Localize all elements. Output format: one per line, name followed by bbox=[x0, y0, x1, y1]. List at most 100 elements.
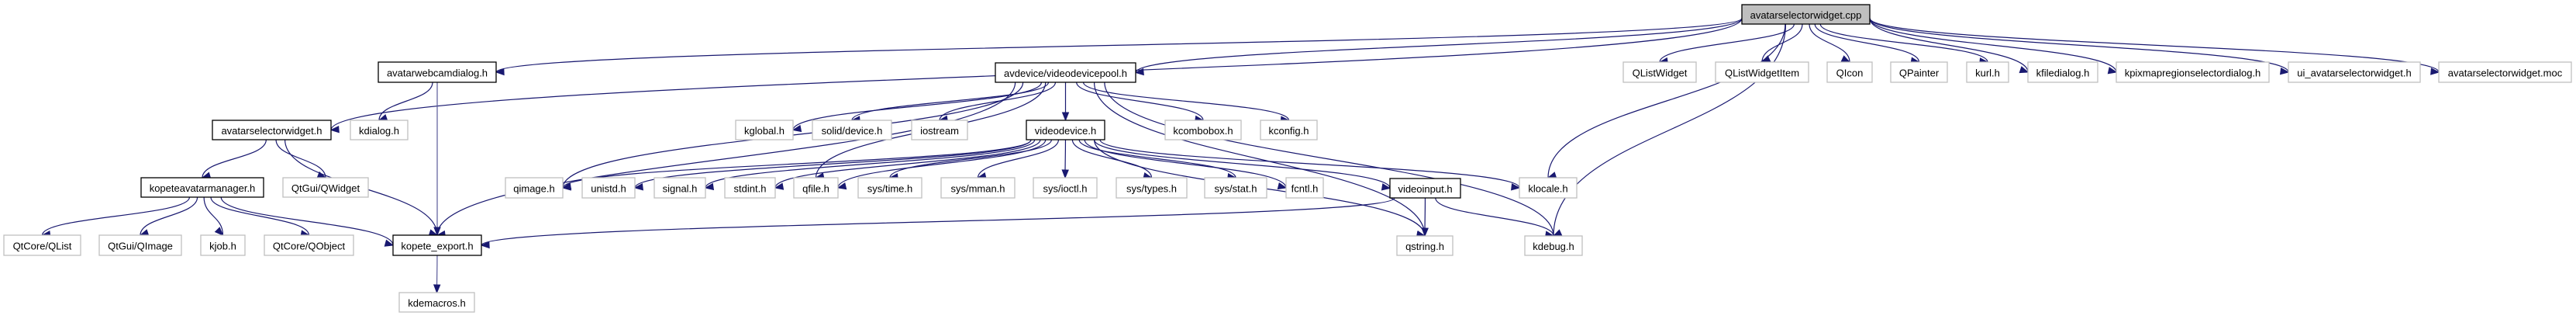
node-avatarselectorwidget-cpp[interactable]: avatarselectorwidget.cpp bbox=[1741, 4, 1871, 25]
edge-videodevicepool-to-kopete_export bbox=[436, 81, 1016, 238]
edge-avatarselectorwidget_h-to-kopeteavatarmanager bbox=[201, 139, 267, 179]
node-box bbox=[1396, 235, 1454, 256]
edge-line bbox=[1093, 81, 1426, 237]
edge-line bbox=[851, 81, 1050, 121]
edge-videodevicepool-to-qstring bbox=[1093, 81, 1426, 238]
edge-line bbox=[378, 81, 433, 121]
node-box bbox=[911, 120, 968, 140]
arrowhead-icon bbox=[2019, 66, 2029, 74]
node-box bbox=[581, 177, 636, 199]
edge-line bbox=[1094, 139, 1391, 189]
arrowhead-icon bbox=[1061, 169, 1069, 179]
arrowhead-icon bbox=[2430, 68, 2440, 75]
arrowhead-icon bbox=[704, 182, 715, 191]
node-box bbox=[2438, 61, 2572, 83]
arrowhead-icon bbox=[633, 183, 643, 191]
edge-videodevice-to-signal bbox=[704, 139, 1036, 191]
node-box bbox=[378, 61, 497, 83]
node-kopeteavatarmanager-h[interactable]: kopeteavatarmanager.h bbox=[140, 177, 264, 198]
node-label: QtGui/QImage bbox=[108, 241, 173, 252]
edge-line bbox=[1076, 81, 1204, 121]
edge-line bbox=[837, 139, 1047, 189]
arrowhead-icon bbox=[1134, 68, 1144, 76]
node-label: qimage.h bbox=[513, 183, 554, 195]
edge-line bbox=[977, 139, 1060, 179]
arrowhead-icon bbox=[1421, 227, 1429, 238]
edge-line bbox=[275, 139, 326, 179]
node-box bbox=[1524, 235, 1583, 256]
node-label: fcntl.h bbox=[1291, 183, 1319, 195]
node-unistd-h: unistd.h bbox=[581, 177, 636, 199]
edge-root-to-videodevicepool bbox=[1134, 18, 1743, 76]
edge-line bbox=[792, 81, 1043, 130]
edge-line bbox=[202, 139, 267, 179]
node-label: videoinput.h bbox=[1398, 183, 1452, 195]
node-label: QListWidget bbox=[1633, 68, 1688, 79]
edge-line bbox=[1082, 81, 1290, 121]
node-box bbox=[264, 234, 354, 256]
node-label: sys/ioctl.h bbox=[1043, 183, 1087, 195]
node-qlistwidget: QListWidget bbox=[1623, 61, 1697, 83]
node-ui-avatarselectorwidget-h: ui_avatarselectorwidget.h bbox=[2288, 61, 2421, 83]
node-kdemacros-h: kdemacros.h bbox=[398, 292, 475, 313]
node-videodevice-h[interactable]: videodevice.h bbox=[1026, 120, 1105, 140]
arrowhead-icon bbox=[1511, 183, 1521, 191]
edge-videodevice-to-sysstat bbox=[1078, 139, 1237, 181]
edge-line bbox=[1435, 197, 1554, 237]
edge-line bbox=[210, 196, 310, 236]
node-box bbox=[1033, 177, 1098, 199]
node-label: stdint.h bbox=[734, 183, 767, 195]
arrowhead-icon bbox=[1552, 229, 1563, 237]
node-box bbox=[1026, 120, 1105, 140]
node-label: sys/mman.h bbox=[950, 183, 1005, 195]
edge-line bbox=[495, 18, 1743, 73]
node-label: QtCore/QList bbox=[13, 241, 72, 252]
edge-videodevice-to-klocale bbox=[1099, 139, 1521, 191]
node-box bbox=[392, 234, 482, 256]
node-box bbox=[1890, 61, 1948, 83]
edge-videodevice-to-fcntl bbox=[1084, 139, 1288, 190]
node-kopete-export-h[interactable]: kopete_export.h bbox=[392, 234, 482, 256]
node-label: solid/device.h bbox=[822, 125, 883, 137]
node-avatarwebcamdialog-h[interactable]: avatarwebcamdialog.h bbox=[378, 61, 497, 83]
node-qlistwidgetitem: QListWidgetItem bbox=[1715, 61, 1809, 83]
node-avatarselectorwidget-moc: avatarselectorwidget.moc bbox=[2438, 61, 2572, 83]
node-avatarselectorwidget-h[interactable]: avatarselectorwidget.h bbox=[212, 120, 332, 140]
node-box bbox=[350, 120, 409, 140]
node-box bbox=[1164, 120, 1242, 140]
node-label: kglobal.h bbox=[744, 125, 785, 137]
node-box bbox=[200, 234, 246, 256]
edge-videoinput-to-kopete_export bbox=[480, 197, 1395, 249]
edge-videodevicepool-to-videodevice bbox=[1061, 82, 1070, 122]
arrowhead-icon bbox=[2107, 67, 2118, 75]
node-solid-device-h: solid/device.h bbox=[812, 120, 892, 140]
edge-line bbox=[939, 81, 1057, 121]
node-box bbox=[1116, 177, 1188, 199]
node-qpainter: QPainter bbox=[1890, 61, 1948, 83]
edge-videodevice-to-sysmman bbox=[977, 139, 1060, 180]
edge-videodevicepool-to-kglobal bbox=[791, 81, 1043, 133]
edge-line bbox=[774, 139, 1041, 189]
node-box bbox=[940, 177, 1016, 199]
edge-root-to-QListWidget bbox=[1658, 23, 1795, 65]
node-videoinput-h[interactable]: videoinput.h bbox=[1389, 178, 1461, 199]
edge-line bbox=[1078, 139, 1236, 179]
edge-line bbox=[220, 196, 394, 246]
node-kdebug-h: kdebug.h bbox=[1524, 235, 1583, 256]
node-box bbox=[793, 177, 839, 199]
node-avdevice-videodevicepool-h[interactable]: avdevice/videodevicepool.h bbox=[995, 62, 1136, 83]
node-label: QtGui/QWidget bbox=[291, 182, 360, 194]
edge-root-to-QIcon bbox=[1809, 23, 1851, 63]
edge-line bbox=[1104, 81, 1554, 237]
node-label: kconfig.h bbox=[1268, 125, 1309, 137]
node-kpixmapregionselectordialog-h: kpixmapregionselectordialog.h bbox=[2116, 61, 2270, 83]
node-qtgui-qwidget: QtGui/QWidget bbox=[282, 177, 369, 198]
node-label: ui_avatarselectorwidget.h bbox=[2297, 68, 2411, 79]
node-sys-ioctl-h: sys/ioctl.h bbox=[1033, 177, 1098, 199]
node-kfiledialog-h: kfiledialog.h bbox=[2027, 61, 2098, 83]
edge-line bbox=[1084, 139, 1287, 189]
edge-line bbox=[1819, 23, 1988, 63]
node-kdialog-h: kdialog.h bbox=[350, 120, 409, 140]
node-label: avatarwebcamdialog.h bbox=[387, 68, 488, 79]
node-label: kdebug.h bbox=[1533, 241, 1574, 252]
